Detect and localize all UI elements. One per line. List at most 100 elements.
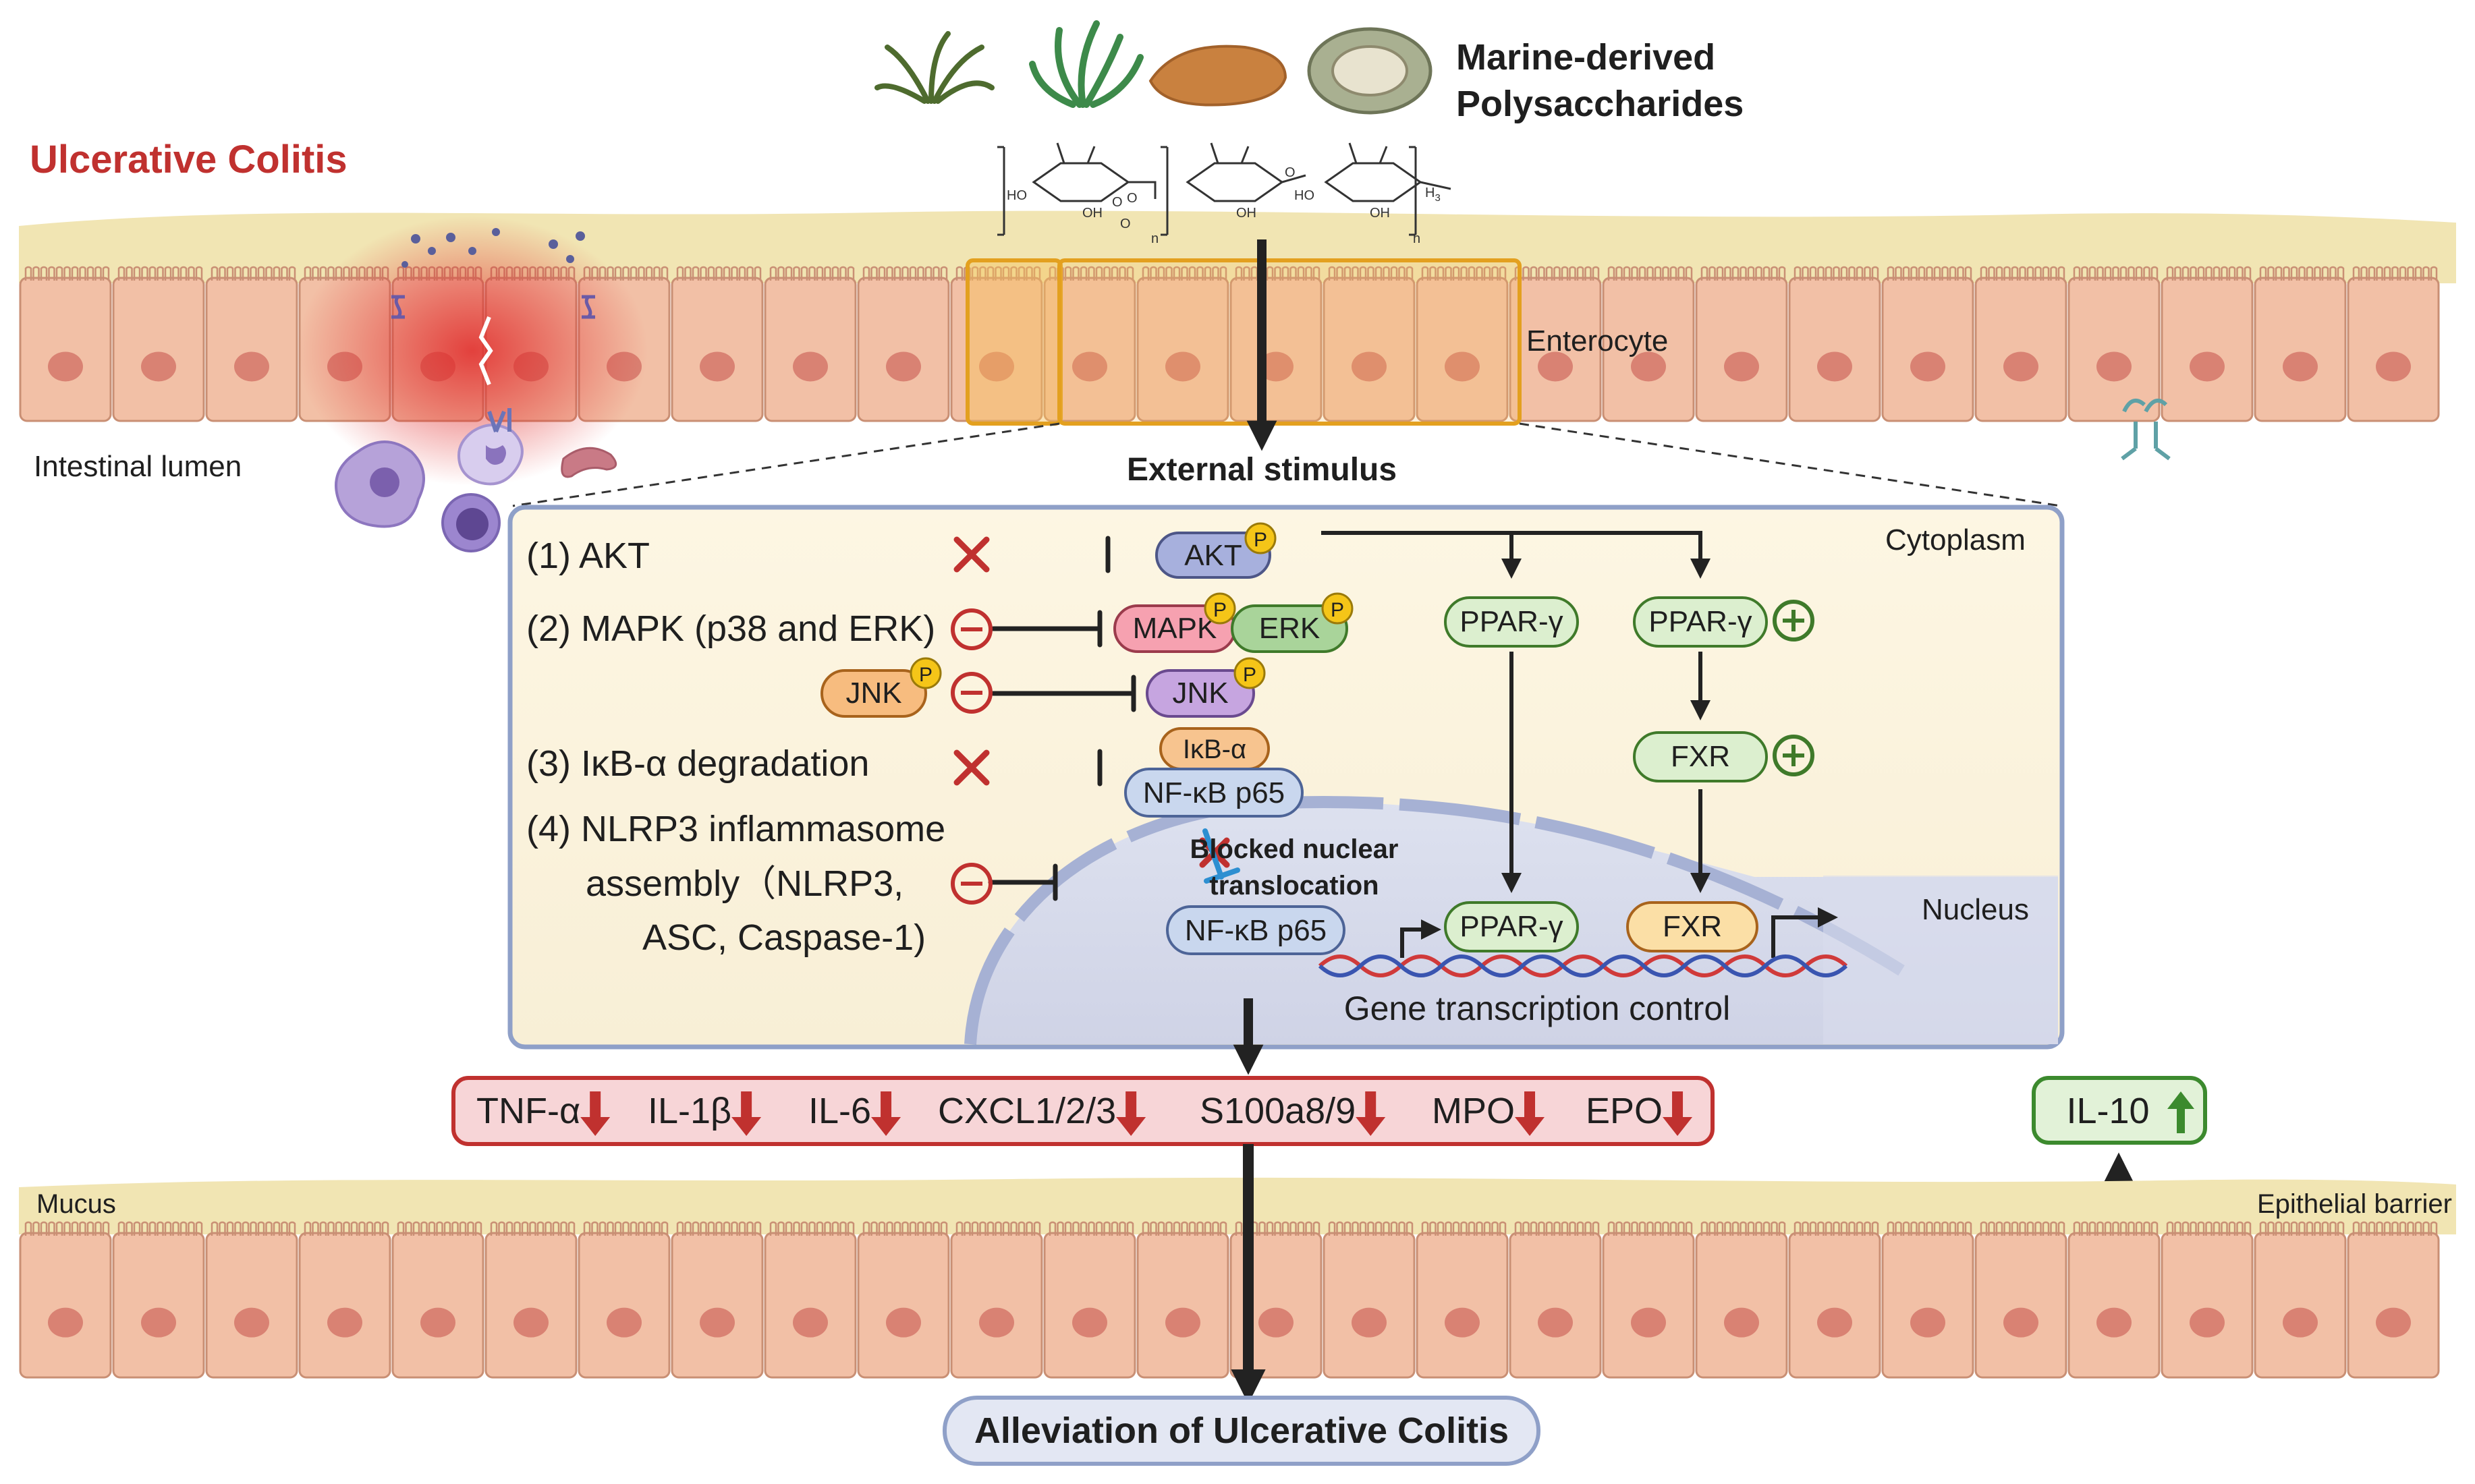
plus-icon-fxr — [1773, 735, 1814, 776]
seaweed-brown-icon — [874, 31, 995, 104]
enterocyte-cell — [112, 266, 205, 422]
il10-up-arrow — [2167, 1091, 2194, 1133]
activation-arrows — [1321, 531, 1838, 958]
external-stimulus-label: External stimulus — [1127, 452, 1397, 488]
phospho-badge-erk: P — [1321, 592, 1354, 625]
svg-text:P: P — [1254, 529, 1267, 551]
neutrophil-icon — [457, 424, 524, 486]
enterocyte-cell — [2161, 1221, 2254, 1379]
enterocyte-cell — [1974, 1221, 2067, 1379]
enterocyte-cell — [1136, 1221, 1229, 1379]
svg-text:CXCL1/2/3: CXCL1/2/3 — [938, 1091, 1116, 1131]
cytokine-item: TNF-α — [476, 1091, 611, 1136]
minus-icon-jnk — [951, 672, 993, 714]
cytokine-item: IL-1β — [648, 1091, 762, 1136]
top-enterocyte-row — [19, 266, 2440, 422]
enterocyte-cell — [2347, 1221, 2440, 1379]
enterocyte-cell — [1788, 266, 1881, 422]
chem-o-2: O — [1127, 191, 1138, 206]
enterocyte-cell — [2254, 1221, 2347, 1379]
chem-o-3: O — [1120, 217, 1131, 231]
enterocyte-cell — [1602, 1221, 1695, 1379]
x-mark-ikb — [953, 749, 990, 786]
dna-helix — [1318, 954, 1848, 977]
chem-oh-3: OH — [1370, 206, 1390, 221]
cytokine-item: MPO — [1432, 1091, 1545, 1136]
down-arrow-icon — [580, 1091, 611, 1136]
bottom-mucus-layer — [19, 1177, 2456, 1234]
marine-sources — [874, 20, 1433, 115]
svg-text:S100a8/9: S100a8/9 — [1200, 1091, 1356, 1131]
cytokine-item: S100a8/9 — [1200, 1091, 1386, 1136]
minus-circles — [951, 608, 993, 905]
svg-text:P: P — [1213, 599, 1227, 621]
blocked-translocation-mark — [1202, 828, 1240, 884]
inflammation-glow — [297, 216, 648, 486]
chem-n-1: n — [1151, 231, 1159, 246]
enterocyte-cell — [1695, 266, 1788, 422]
minus-icon-mapk — [951, 608, 993, 650]
x-mark-akt — [953, 536, 990, 573]
enterocyte-cell — [1323, 1221, 1416, 1379]
blocked-line1: Blocked nuclear — [1190, 834, 1398, 864]
node-nfkb-nuc: NF-κB p65 — [1166, 905, 1345, 955]
svg-text:TNF-α: TNF-α — [476, 1091, 580, 1131]
gene-transcription-label: Gene transcription control — [1344, 990, 1731, 1027]
il10-label: IL-10 — [2066, 1091, 2149, 1131]
receptor-icon — [2121, 398, 2171, 461]
highlight-cell-group — [1057, 258, 1522, 426]
alleviation-label: Alleviation of Ulcerative Colitis — [974, 1410, 1509, 1451]
disease-title: Ulcerative Colitis — [30, 138, 347, 181]
enterocyte-cell — [1788, 1221, 1881, 1379]
node-fxr-cyto: FXR — [1633, 731, 1768, 782]
enterocyte-cell — [671, 266, 764, 422]
enterocyte-cell — [19, 1221, 112, 1379]
phospho-badge-akt: P — [1244, 522, 1277, 554]
node-ppar-cyto-2: PPAR-γ — [1633, 596, 1768, 648]
enterocyte-cell — [1602, 266, 1695, 422]
down-arrow-icon — [871, 1091, 901, 1136]
polysaccharide-structure — [997, 142, 1451, 236]
enterocyte-cell — [764, 1221, 857, 1379]
down-arrow-icon — [1515, 1091, 1545, 1136]
enterocyte-cell — [484, 1221, 578, 1379]
enterocyte-cell — [2067, 1221, 2161, 1379]
svg-text:IL-1β: IL-1β — [648, 1091, 731, 1131]
seaweed-green-icon — [1029, 20, 1144, 108]
node-ppar-nuc: PPAR-γ — [1444, 901, 1579, 952]
svg-text:P: P — [1243, 664, 1256, 686]
enterocyte-cell — [1416, 266, 1509, 422]
svg-text:FXR: FXR — [1671, 740, 1730, 773]
il10-box: IL-10 — [2032, 1076, 2207, 1145]
svg-text:MAPK: MAPK — [1133, 612, 1217, 645]
chem-oh-1: OH — [1082, 206, 1103, 221]
pathway-nlrp3-line1: (4) NLRP3 inflammasome — [526, 809, 945, 849]
enterocyte-cell — [764, 266, 857, 422]
enterocyte-cell — [391, 1221, 484, 1379]
svg-text:ERK: ERK — [1259, 612, 1320, 645]
bottom-epithelium — [19, 1177, 2456, 1379]
phospho-badge-mapk: P — [1204, 592, 1236, 625]
node-ikb: IκB-α — [1159, 727, 1270, 770]
enterocyte-cell — [1695, 1221, 1788, 1379]
node-nfkb-cyto: NF-κB p65 — [1124, 768, 1304, 818]
nucleus-inset — [1823, 876, 2058, 1044]
down-arrow-icon — [1663, 1091, 1693, 1136]
down-arrow-icon — [1116, 1091, 1146, 1136]
chem-o-4: O — [1285, 165, 1296, 180]
svg-text:AKT: AKT — [1184, 539, 1242, 572]
cytokine-bar — [451, 1076, 1715, 1146]
zoom-line-left — [512, 422, 1060, 507]
released-particles — [401, 228, 585, 268]
svg-text:PPAR-γ: PPAR-γ — [1648, 605, 1752, 638]
enterocyte-cell — [1974, 266, 2067, 422]
immune-cells — [335, 398, 2171, 552]
mucus-label: Mucus — [36, 1189, 116, 1219]
enterocyte-cell — [578, 1221, 671, 1379]
source-title-line2: Polysaccharides — [1456, 84, 1744, 124]
svg-text:JNK: JNK — [1172, 677, 1228, 710]
svg-text:IκB-α: IκB-α — [1183, 735, 1246, 764]
inhibition-lines — [692, 536, 1136, 901]
enterocyte-cell — [1323, 266, 1416, 422]
